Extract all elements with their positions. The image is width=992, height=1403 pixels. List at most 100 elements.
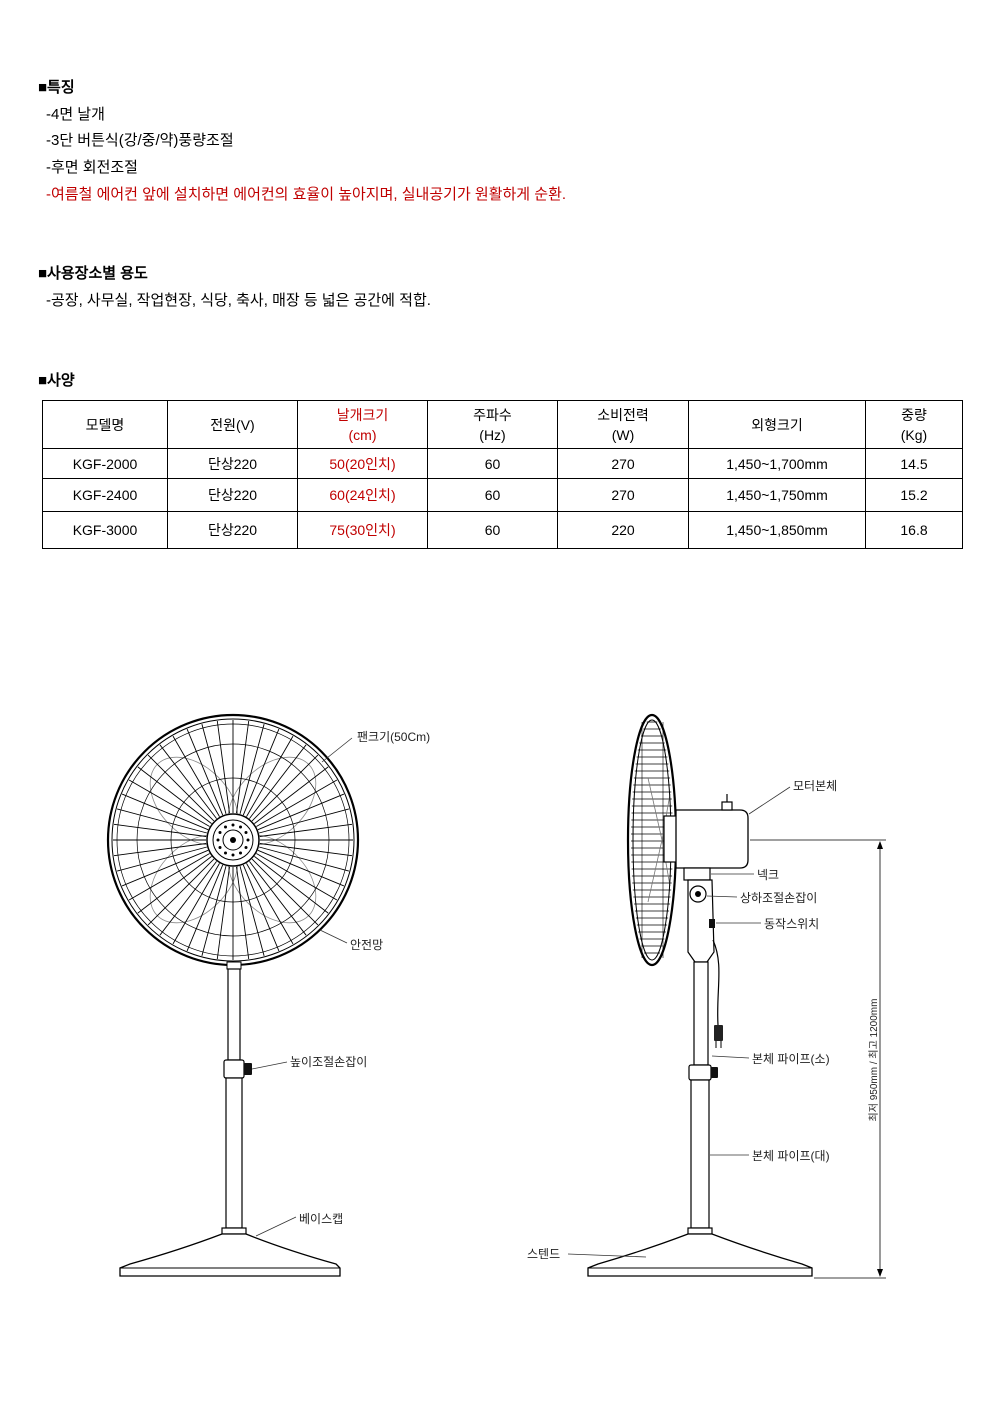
header-text: 주파수: [473, 406, 512, 423]
guard-spoke: [113, 843, 207, 857]
guard-spoke: [256, 853, 338, 901]
label-stand: 스텐드: [527, 1247, 560, 1261]
cell-power: 단상220: [167, 448, 298, 479]
side-blade: [647, 777, 663, 841]
label-height-dimension: 최저 950mm / 최고 1200mm: [868, 999, 880, 1122]
cell-dimensions: 1,450~1,850mm: [688, 511, 866, 549]
header-model: 모델명: [42, 400, 168, 449]
guard-spoke: [172, 863, 220, 945]
header-power: 전원(V): [167, 400, 298, 449]
cell-blade-size: 75(30인치): [297, 511, 428, 549]
side-fan-guard: [626, 713, 678, 967]
oscillation-knob: [721, 801, 733, 811]
header-dimensions: 외형크기: [688, 400, 866, 449]
header-weight: 중량 (Kg): [865, 400, 963, 449]
guard-spoke: [259, 823, 353, 837]
guard-spoke: [236, 866, 250, 960]
header-unit: (Kg): [900, 426, 928, 443]
cell-consumption: 220: [557, 511, 689, 549]
hub-dot: [246, 838, 250, 842]
cell-frequency: 60: [427, 511, 558, 549]
guard-spoke: [186, 864, 224, 952]
tilt-knob-center: [695, 891, 701, 897]
cell-model: KGF-3000: [42, 511, 168, 549]
guard-spoke: [137, 856, 212, 914]
label-switch: 동작스위치: [764, 917, 819, 931]
guard-spoke: [172, 735, 220, 817]
cell-dimensions: 1,450~1,750mm: [688, 478, 866, 512]
hub-dot: [218, 846, 222, 849]
guard-spoke: [257, 793, 345, 831]
hub-dot: [231, 853, 235, 857]
guard-spoke: [186, 728, 224, 816]
cell-frequency: 60: [427, 478, 558, 512]
leader-line: [748, 786, 791, 815]
cell-power: 단상220: [167, 478, 298, 512]
guard-spokes: [113, 720, 353, 960]
side-base-cap: [687, 1227, 713, 1235]
hub-dot: [231, 823, 235, 827]
header-blade-size: 날개크기(cm): [297, 400, 428, 449]
guard-spoke: [259, 843, 353, 857]
feature-item: -4면 날개: [46, 106, 105, 123]
cell-dimensions: 1,450~1,700mm: [688, 448, 866, 479]
fan-drawings: 팬크기(50Cm) 안전망 높이조절손잡이 베이스캡: [106, 713, 886, 1279]
front-pipe-large: [225, 1077, 243, 1229]
front-base-cap: [221, 1227, 247, 1235]
feature-item-highlight: -여름철 에어컨 앞에 설치하면 에어컨의 효율이 높아지며, 실내공기가 원활…: [46, 186, 567, 203]
header-text: 외형크기: [751, 416, 803, 433]
guard-spoke: [236, 720, 250, 814]
header-text: 중량: [901, 406, 927, 423]
guard-spoke: [116, 846, 208, 872]
hub-dot: [218, 831, 222, 834]
hub-center-ring: [222, 829, 244, 851]
label-base-cap: 베이스캡: [299, 1212, 343, 1226]
guard-spoke: [121, 849, 209, 887]
label-guard: 안전망: [350, 938, 383, 952]
hub-dot: [239, 825, 242, 829]
cell-blade-size: 50(20인치): [297, 448, 428, 479]
leader-line: [255, 1216, 297, 1237]
guard-spoke: [116, 808, 208, 834]
guard-outer-ring-thin: [116, 723, 350, 957]
guard-spoke: [239, 865, 265, 957]
hub-dot: [224, 825, 227, 829]
front-pipe-small: [227, 968, 241, 1061]
features-heading: ■특징: [38, 79, 75, 96]
dimension-arrow-top: [877, 841, 883, 849]
guard-middle-ring: [136, 743, 330, 937]
hub-dots: [216, 823, 250, 857]
header-unit: (Hz): [479, 426, 506, 443]
label-tilt-knob: 상하조절손잡이: [740, 891, 817, 905]
leader-line: [319, 929, 348, 944]
front-height-clamp: [223, 1059, 245, 1079]
hub-dot: [239, 851, 242, 855]
front-height-knob: [244, 1063, 252, 1075]
cell-weight: 15.2: [865, 478, 963, 512]
spec-header-row: 모델명 전원(V) 날개크기(cm) 주파수(Hz) 소비전력(W) 외형크기 …: [42, 400, 963, 449]
front-base: [119, 1233, 341, 1277]
label-pipe-large: 본체 파이프(대): [752, 1149, 830, 1163]
cell-model: KGF-2400: [42, 478, 168, 512]
guard-spoke: [159, 744, 217, 819]
guard-spoke: [201, 865, 227, 957]
guard-spoke: [147, 754, 215, 822]
guard-spoke: [249, 744, 307, 819]
guard-spoke: [113, 823, 207, 837]
label-fan-size: 팬크기(50Cm): [357, 730, 430, 744]
spec-table: 모델명 전원(V) 날개크기(cm) 주파수(Hz) 소비전력(W) 외형크기 …: [42, 400, 963, 549]
label-height-knob: 높이조절손잡이: [290, 1055, 367, 1069]
front-fan-guard: [106, 713, 360, 967]
guard-spoke: [254, 856, 329, 914]
side-blade: [661, 839, 671, 887]
leader-line: [251, 1061, 288, 1070]
guard-spoke: [246, 863, 294, 945]
leader-line: [706, 895, 738, 898]
label-neck: 넥크: [757, 868, 779, 882]
height-dimension: 최저 950mm / 최고 1200mm: [750, 839, 886, 1279]
side-height-clamp: [688, 1064, 712, 1081]
hub-dot: [216, 838, 220, 842]
guard-spoke: [201, 723, 227, 815]
leader-line: [321, 737, 353, 763]
guard-spoke: [256, 779, 338, 827]
